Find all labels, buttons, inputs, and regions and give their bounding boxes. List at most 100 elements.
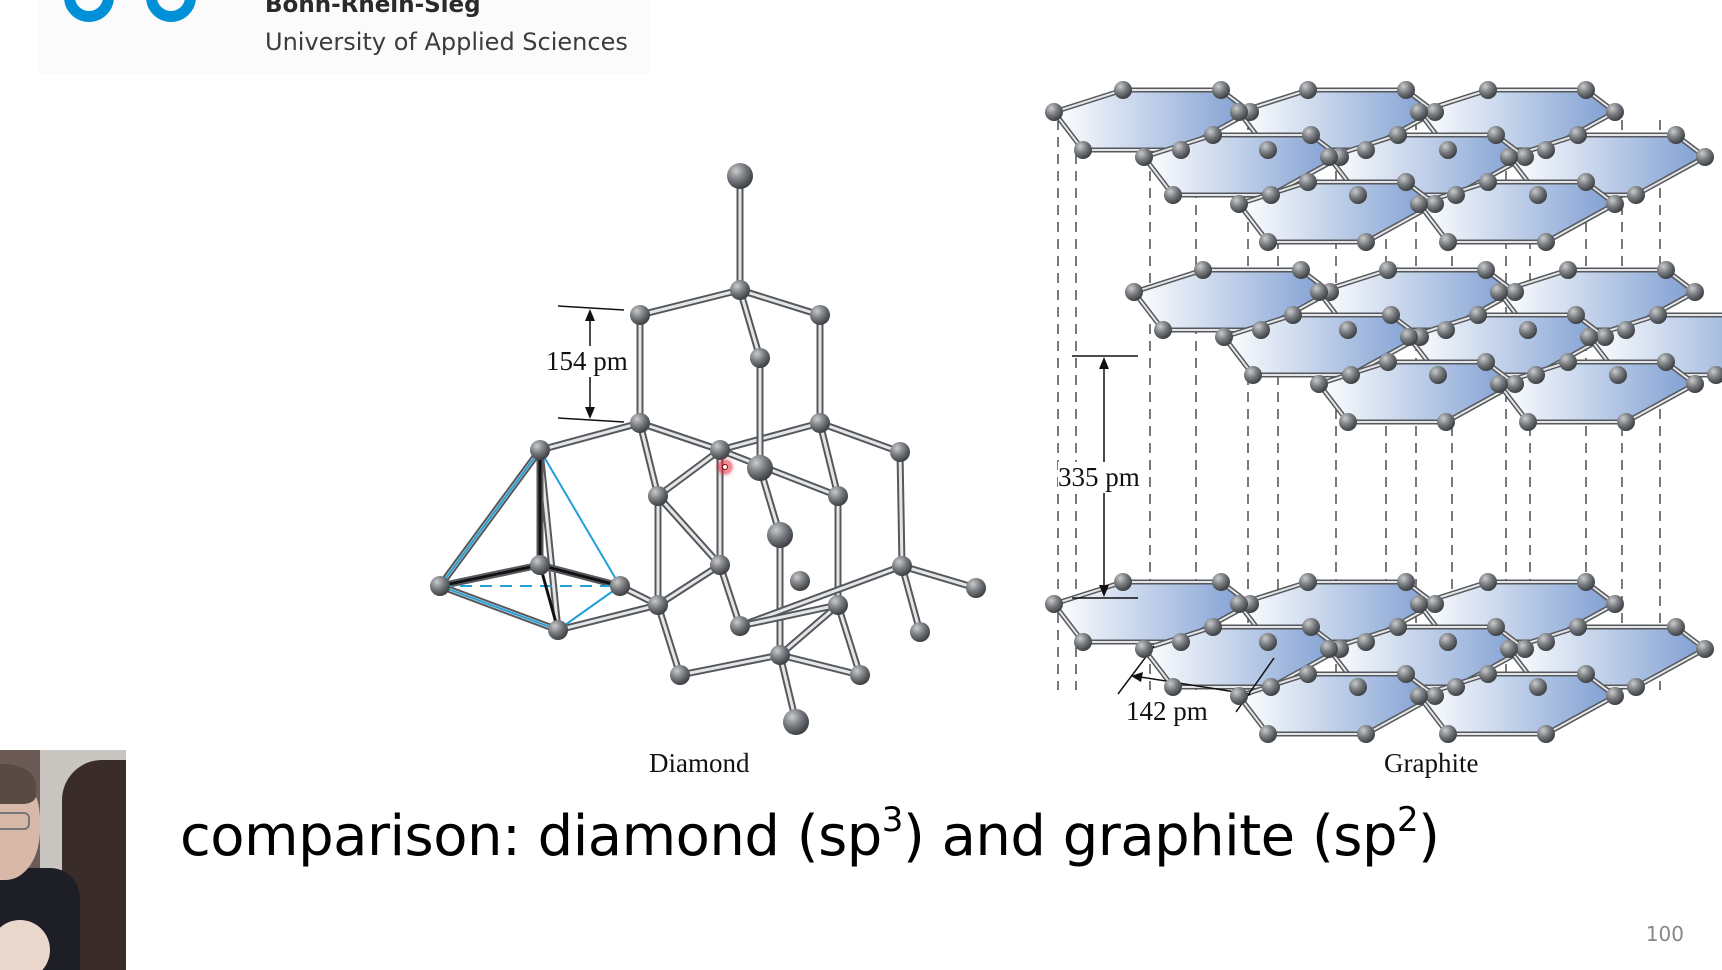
carbon-atom bbox=[790, 571, 810, 591]
carbon-atom bbox=[1357, 725, 1375, 743]
carbon-atom bbox=[1479, 665, 1497, 683]
graphite-bond-length-label: 142 pm bbox=[1126, 696, 1208, 727]
carbon-atoms bbox=[430, 81, 1722, 743]
carbon-atom bbox=[1339, 321, 1357, 339]
carbon-atom bbox=[1667, 126, 1685, 144]
carbon-atom bbox=[1506, 283, 1524, 301]
carbon-atom bbox=[1537, 233, 1555, 251]
carbon-atom bbox=[1606, 595, 1624, 613]
bond bbox=[538, 421, 642, 452]
carbon-atom bbox=[1230, 595, 1248, 613]
carbon-atom bbox=[1657, 261, 1675, 279]
carbon-atom bbox=[1559, 261, 1577, 279]
carbon-atom bbox=[610, 576, 630, 596]
carbon-atom bbox=[1696, 148, 1714, 166]
graphite-layers bbox=[1051, 87, 1722, 737]
bond bbox=[656, 448, 722, 498]
slide-title: comparison: diamond (sp3) and graphite (… bbox=[180, 800, 1440, 869]
carbon-atom bbox=[1357, 633, 1375, 651]
diamond-bond-length-label: 154 pm bbox=[546, 346, 628, 377]
carbon-atom bbox=[1500, 640, 1518, 658]
carbon-atom bbox=[1606, 103, 1624, 121]
carbon-atom bbox=[1292, 261, 1310, 279]
carbon-atom bbox=[1339, 413, 1357, 431]
carbon-atom bbox=[1426, 195, 1444, 213]
carbon-atom bbox=[1519, 413, 1537, 431]
carbon-atom bbox=[1426, 595, 1444, 613]
carbon-atom bbox=[1527, 366, 1545, 384]
tetrahedron-edge bbox=[557, 585, 621, 631]
bond bbox=[556, 603, 660, 632]
carbon-atom bbox=[1230, 103, 1248, 121]
carbon-atom bbox=[1230, 687, 1248, 705]
carbon-atom bbox=[1215, 328, 1233, 346]
carbon-atom bbox=[1357, 141, 1375, 159]
carbon-atom bbox=[1212, 573, 1230, 591]
carbon-atom bbox=[1537, 725, 1555, 743]
carbon-atom bbox=[648, 486, 668, 506]
carbon-atom bbox=[1230, 195, 1248, 213]
carbon-atom bbox=[828, 595, 848, 615]
carbon-atom bbox=[1627, 678, 1645, 696]
carbon-atom bbox=[1577, 573, 1595, 591]
carbon-atom bbox=[1529, 678, 1547, 696]
carbon-atom bbox=[1262, 186, 1280, 204]
bond bbox=[638, 421, 722, 452]
carbon-atom bbox=[1410, 103, 1428, 121]
carbon-atom bbox=[730, 280, 750, 300]
carbon-atom bbox=[770, 645, 790, 665]
carbon-atom bbox=[1310, 283, 1328, 301]
carbon-atom bbox=[1397, 573, 1415, 591]
carbon-atom bbox=[810, 305, 830, 325]
carbon-atom bbox=[1172, 141, 1190, 159]
carbon-atom bbox=[1299, 81, 1317, 99]
carbon-atom bbox=[1447, 186, 1465, 204]
carbon-atom bbox=[1696, 640, 1714, 658]
carbon-atom bbox=[1500, 148, 1518, 166]
bond bbox=[718, 448, 840, 498]
diamond-caption: Diamond bbox=[649, 748, 750, 778]
bond bbox=[898, 450, 904, 568]
carbon-atom bbox=[1537, 141, 1555, 159]
carbon-atom bbox=[1259, 725, 1277, 743]
carbon-atom bbox=[1596, 328, 1614, 346]
bond bbox=[818, 421, 902, 454]
carbon-atom bbox=[1426, 103, 1444, 121]
carbon-atom bbox=[910, 622, 930, 642]
carbon-atom bbox=[1379, 353, 1397, 371]
carbon-atom bbox=[1164, 186, 1182, 204]
tetrahedron-bond bbox=[539, 563, 621, 588]
carbon-atom bbox=[1477, 353, 1495, 371]
carbon-atom bbox=[1357, 233, 1375, 251]
carbon-atom bbox=[1516, 640, 1534, 658]
carbon-structures-figure: 154 pm 335 pm 142 pm Diamond Graphite bbox=[430, 81, 1722, 778]
carbon-atom bbox=[1479, 173, 1497, 191]
carbon-atom bbox=[1252, 321, 1270, 339]
carbon-atom bbox=[1204, 618, 1222, 636]
carbon-atom bbox=[750, 348, 770, 368]
bond bbox=[738, 603, 840, 628]
carbon-atom bbox=[1302, 618, 1320, 636]
carbon-atom bbox=[767, 522, 793, 548]
logo-circle-left bbox=[64, 0, 114, 22]
carbon-atom bbox=[710, 440, 730, 460]
dimension-line bbox=[1133, 675, 1249, 695]
carbon-atom bbox=[1567, 306, 1585, 324]
carbon-atom bbox=[1135, 148, 1153, 166]
carbon-atom bbox=[1569, 618, 1587, 636]
bond bbox=[778, 603, 840, 657]
carbon-atom bbox=[1426, 687, 1444, 705]
carbon-atom bbox=[1529, 186, 1547, 204]
carbon-atom bbox=[1559, 353, 1577, 371]
bond bbox=[718, 421, 822, 452]
structures-drawing bbox=[430, 81, 1722, 743]
carbon-atom bbox=[430, 576, 450, 596]
carbon-atom bbox=[1397, 173, 1415, 191]
carbon-atom bbox=[1135, 640, 1153, 658]
carbon-atom bbox=[1389, 618, 1407, 636]
carbon-atom bbox=[1410, 687, 1428, 705]
bond bbox=[656, 563, 722, 607]
carbon-atom bbox=[548, 620, 568, 640]
carbon-atom bbox=[1439, 141, 1457, 159]
carbon-atom bbox=[1437, 321, 1455, 339]
